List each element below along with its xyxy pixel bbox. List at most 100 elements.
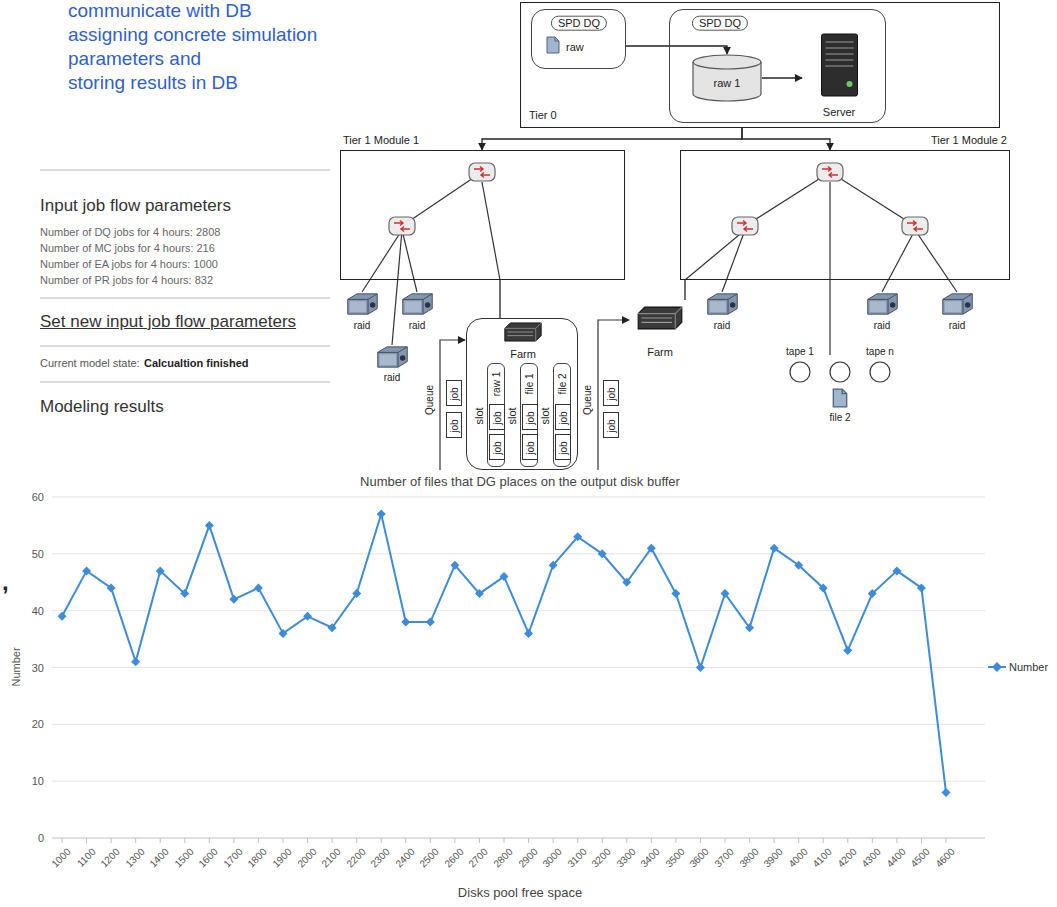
job-box: job [489, 404, 505, 430]
x-tick-label: 3300 [614, 846, 638, 870]
job-label: job [606, 419, 618, 432]
x-tick-label: 4600 [933, 846, 957, 870]
data-marker [426, 618, 435, 627]
x-tick-label: 3500 [663, 846, 687, 870]
slot-column: slotraw 1jobjob [487, 363, 505, 467]
data-marker [475, 589, 484, 598]
axis-tick [504, 838, 505, 843]
switch-icons [389, 163, 928, 235]
x-tick-label: 1400 [147, 846, 171, 870]
x-tick-label: 3100 [565, 846, 589, 870]
node-sublabel: raw [566, 41, 584, 54]
job-box: job [489, 434, 505, 460]
data-marker [696, 663, 705, 672]
raid-icons [348, 294, 973, 367]
x-tick-label: 1800 [246, 846, 270, 870]
axis-tick [602, 838, 603, 843]
x-tick-label: 2900 [516, 846, 540, 870]
x-tick-label: 4100 [810, 846, 834, 870]
node-label: Tier 1 Module 2 [931, 134, 1007, 147]
connector [626, 46, 727, 54]
data-marker [500, 572, 509, 581]
node-label: slot [506, 407, 519, 424]
axis-tick [233, 838, 234, 843]
job-label: job [558, 411, 570, 424]
legend-sample [988, 662, 1006, 672]
job-box: job [446, 380, 462, 406]
device-label: raid [949, 320, 966, 332]
axis-title: Number [10, 647, 23, 686]
spd-dq-box: SPD DQ raw [531, 9, 626, 69]
y-tick-label: 50 [32, 548, 44, 561]
node-sublabel: raw 1 [491, 372, 503, 396]
slot-column: slotfile 1jobjob [520, 363, 538, 467]
section-heading: Input job flow parameters [40, 196, 231, 216]
x-tick-label: 1100 [74, 846, 97, 869]
job-box: job [555, 404, 571, 430]
x-tick-label: 1000 [49, 846, 73, 870]
grid-line [52, 838, 985, 839]
axis-tick [921, 838, 922, 843]
job-label: job [606, 387, 618, 400]
axis-tick [872, 838, 873, 843]
file-label: file 2 [829, 412, 850, 424]
x-tick-label: 2300 [368, 846, 392, 870]
data-line [62, 514, 946, 792]
x-tick-label: 3400 [639, 846, 663, 870]
axis-tick [258, 838, 259, 843]
farm-server: Farm [630, 300, 690, 362]
data-marker [794, 561, 803, 570]
node-label: Farm [647, 346, 673, 359]
axis-tick [749, 838, 750, 843]
job-label: job [492, 411, 504, 424]
job-box: job [522, 434, 538, 460]
job-label: job [492, 441, 504, 454]
data-marker [819, 583, 828, 592]
server-node: Server [802, 32, 877, 122]
parameter-line: Number of PR jobs for 4 hours: 832 [40, 274, 213, 287]
data-marker [721, 589, 730, 598]
node-label: slot [539, 407, 552, 424]
x-tick-label: 3900 [761, 846, 785, 870]
x-tick-label: 3000 [540, 846, 564, 870]
x-tick-label: 4300 [860, 846, 884, 870]
queue-label: Queue [582, 385, 594, 415]
data-marker [573, 532, 582, 541]
axis-title: Disks pool free space [458, 886, 582, 901]
note-text: parameters and [68, 48, 201, 70]
device-label: raid [714, 320, 731, 332]
job-label: job [525, 411, 537, 424]
data-marker [942, 788, 951, 797]
line-chart [52, 497, 985, 843]
axis-tick [135, 838, 136, 843]
node-label: SPD DQ [551, 16, 607, 31]
parameter-line: Number of MC jobs for 4 hours: 216 [40, 242, 215, 255]
axis-tick [86, 838, 87, 843]
device-label: raid [384, 372, 401, 384]
device-label: raid [409, 320, 426, 332]
data-marker [868, 589, 877, 598]
tape-label: tape 1 [786, 346, 814, 358]
axis-tick [209, 838, 210, 843]
x-tick-label: 1200 [98, 846, 122, 870]
job-box: job [603, 412, 619, 438]
x-tick-label: 1300 [123, 846, 147, 870]
connector [762, 77, 802, 78]
stray-mark: , [2, 568, 9, 596]
axis-tick [283, 838, 284, 843]
job-box: job [522, 404, 538, 430]
axis-tick [896, 838, 897, 843]
data-marker [671, 589, 680, 598]
job-box: job [603, 380, 619, 406]
slot-column: slotfile 2jobjob [553, 363, 571, 467]
axis-tick [847, 838, 848, 843]
x-tick-label: 4400 [884, 846, 908, 870]
data-marker [450, 561, 459, 570]
data-marker [303, 612, 312, 621]
y-tick-label: 0 [38, 832, 44, 845]
axis-tick [307, 838, 308, 843]
device-label: raid [354, 320, 371, 332]
link-heading: Set new input job flow parameters [40, 312, 296, 332]
x-tick-label: 2100 [319, 846, 343, 870]
data-marker [377, 510, 386, 519]
